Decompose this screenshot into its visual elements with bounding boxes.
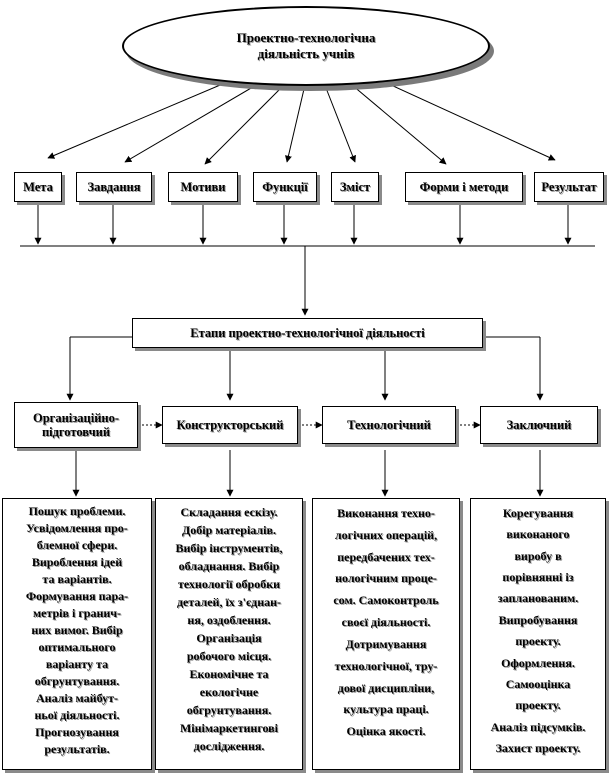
- stage-final-label: Заключний: [506, 417, 572, 432]
- aspect-goal: Мета: [14, 172, 62, 202]
- stage-design-label: Конструкторський: [176, 417, 284, 432]
- arrow-to-aspect-1: [47, 79, 233, 159]
- detail-line: порівнянні із: [502, 570, 574, 585]
- detail-line: Оформлення.: [501, 655, 575, 670]
- detail-line: Аналіз підсумків.: [490, 719, 586, 734]
- detail-line: Аналіз майбут-: [35, 691, 118, 706]
- detail-line: результатів.: [44, 742, 110, 757]
- root-concept-ellipse: Проектно-технологічна діяльність учнів: [122, 6, 490, 86]
- detail-line: сом. Самоконтроль: [333, 593, 439, 608]
- arrow-to-aspect-4: [285, 88, 305, 163]
- detail-line: проекту.: [515, 634, 561, 649]
- detail-line: Складання ескізу.: [180, 505, 278, 519]
- detail-line: логічних операцій,: [334, 527, 438, 542]
- detail-line: технології обробки: [177, 577, 281, 591]
- detail-line: Корегування: [502, 506, 574, 520]
- arrow-to-aspect-5: [325, 87, 356, 163]
- detail-line: проекту.: [515, 698, 561, 713]
- aspect-motives-label: Мотиви: [180, 179, 226, 194]
- detail-line: дослідження.: [193, 739, 265, 753]
- arrow-to-aspect-7: [379, 79, 556, 161]
- root-title-line1: Проектно-технологічна: [236, 29, 376, 45]
- aspect-functions: Функції: [253, 172, 317, 202]
- detail-line: ня, оздоблення.: [187, 613, 271, 627]
- detail-line: варіанту та: [45, 657, 109, 672]
- stage-organizational-details: Пошук проблеми. Усвідомлення про- блемно…: [2, 498, 152, 770]
- arrow-to-aspect-2: [124, 83, 259, 163]
- detail-line: оптимального: [38, 640, 116, 655]
- detail-line: Дотримування: [345, 636, 427, 651]
- stage-organizational-label-line1: Організаційно-: [32, 410, 120, 425]
- detail-line: Економічне та: [189, 667, 269, 681]
- detail-line: Випробування: [498, 612, 578, 627]
- stage-technological-label: Технологічний: [347, 417, 431, 432]
- aspect-functions-label: Функції: [262, 179, 308, 194]
- detail-line: Добір матеріалів.: [182, 523, 276, 537]
- detail-line: Виконання техно-: [337, 506, 435, 520]
- aspect-content: Зміст: [331, 172, 379, 202]
- detail-line: передбачених тех-: [337, 549, 435, 564]
- stage-final-details: Корегування виконаного виробу в порівнян…: [470, 498, 606, 770]
- root-title-line2: діяльність учнів: [257, 46, 355, 61]
- detail-line: деталей, їх з'єднан-: [176, 595, 282, 609]
- detail-line: них вимог. Вибір: [31, 623, 123, 638]
- aspect-goal-label: Мета: [23, 179, 53, 194]
- detail-line: нологічним проце-: [335, 571, 437, 586]
- detail-line: запланованим.: [497, 591, 579, 606]
- detail-line: обгрунтування.: [186, 703, 272, 717]
- stage-design: Конструкторський: [162, 406, 298, 444]
- arrow-to-aspect-3: [204, 86, 283, 165]
- arrow-to-aspect-6: [351, 84, 447, 165]
- detail-line: робочого місця.: [186, 649, 272, 663]
- stage-final: Заключний: [480, 406, 598, 444]
- detail-line: виконаного: [506, 527, 570, 542]
- detail-line: Самооцінка: [505, 676, 571, 691]
- detail-line: Організація: [196, 631, 262, 645]
- aspect-result-label: Результат: [541, 179, 597, 194]
- detail-line: обладнання. Вибір: [178, 559, 280, 573]
- detail-line: технологічної, тру-: [334, 658, 438, 673]
- detail-line: екологічне: [199, 685, 259, 699]
- detail-line: ньої діяльності.: [34, 708, 120, 723]
- stage-organizational: Організаційно- підготовчий: [14, 402, 138, 448]
- stage-technological: Технологічний: [322, 406, 456, 444]
- detail-line: Оцінка якості.: [346, 724, 426, 739]
- detail-line: Вироблення ідей: [31, 555, 123, 570]
- aspect-result: Результат: [534, 172, 604, 202]
- detail-line: дової дисципліни,: [337, 680, 435, 695]
- detail-line: Вибір інструментів,: [175, 541, 283, 555]
- stages-title: Етапи проектно-технологічної діяльності: [190, 325, 425, 340]
- detail-line: виробу в: [514, 548, 562, 563]
- aspect-content-label: Зміст: [339, 179, 371, 194]
- detail-line: Формування пара-: [25, 589, 129, 604]
- stages-title-box: Етапи проектно-технологічної діяльності: [132, 318, 483, 348]
- stage-design-details: Складання ескізу. Добір матеріалів. Вибі…: [155, 498, 303, 770]
- detail-line: культура праці.: [343, 702, 429, 717]
- aspect-tasks-label: Завдання: [87, 179, 141, 194]
- detail-line: блемної сфери.: [36, 538, 118, 553]
- detail-line: своєї діяльності.: [341, 615, 431, 630]
- aspect-forms-methods: Форми і методи: [405, 172, 523, 202]
- detail-line: Мінімаркетингові: [179, 721, 278, 735]
- aspect-forms-methods-label: Форми і методи: [419, 179, 509, 194]
- detail-line: Усвідомлення про-: [26, 521, 128, 536]
- stage-organizational-label-line2: підготовчий: [41, 425, 111, 439]
- detail-line: Прогнозування: [35, 725, 119, 740]
- detail-line: Пошук проблеми.: [28, 504, 126, 518]
- detail-line: обгрунтування.: [34, 674, 120, 689]
- aspect-tasks: Завдання: [76, 172, 152, 202]
- aspect-motives: Мотиви: [168, 172, 238, 202]
- detail-line: метрів і гранич-: [32, 606, 122, 621]
- detail-line: та варіантів.: [42, 572, 112, 587]
- detail-line: Захист проекту.: [495, 740, 581, 755]
- stage-technological-details: Виконання техно- логічних операцій, пере…: [312, 498, 460, 770]
